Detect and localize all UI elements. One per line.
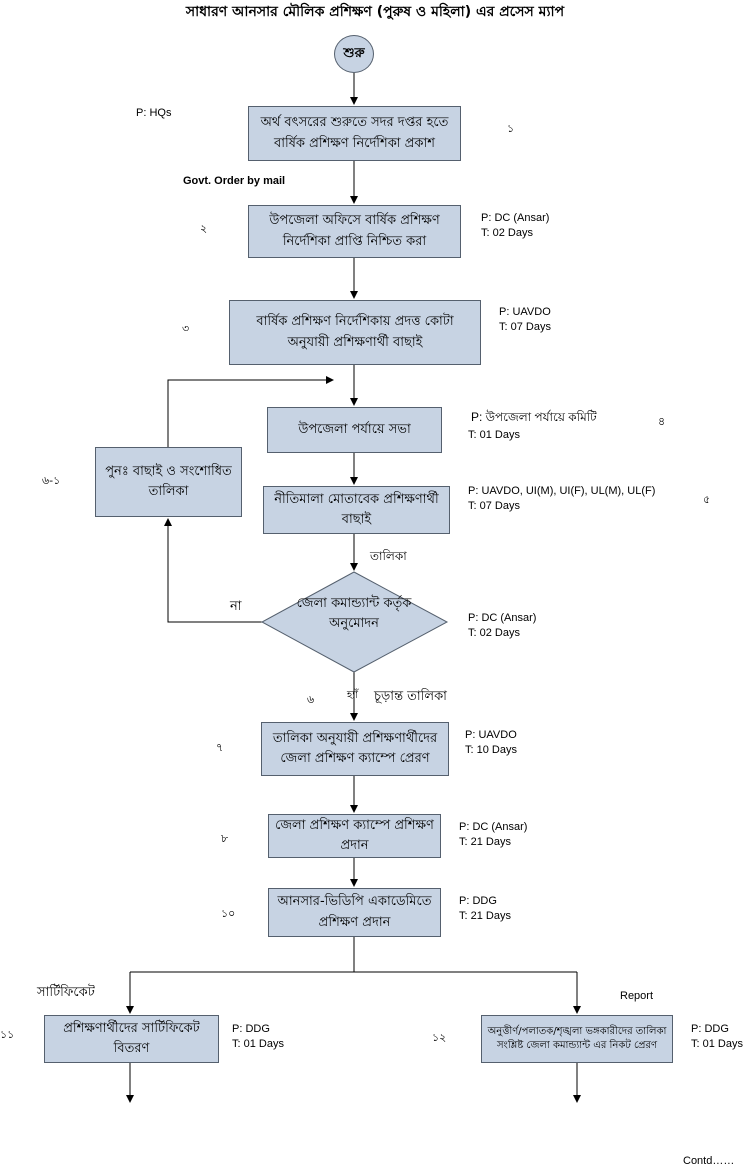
step-10-box: আনসার-ভিডিপি একাডেমিতে প্রশিক্ষণ প্রদান — [268, 888, 441, 937]
step-11-box: প্রশিক্ষণার্থীদের সার্টিফিকেট বিতরণ — [44, 1015, 219, 1063]
step-3-box: বার্ষিক প্রশিক্ষণ নির্দেশিকায় প্রদত্ত ক… — [229, 300, 481, 365]
decision-diamond — [260, 571, 449, 673]
step-3-performer: P: UAVDO — [499, 306, 551, 318]
step-10-time: T: 21 Days — [459, 910, 511, 922]
step-3-time: T: 07 Days — [499, 321, 551, 333]
step-1-number: ১ — [507, 122, 515, 135]
step-12-box: অনুত্তীর্ণ/পলাতক/শৃঙ্খলা ভঙ্গকারীদের তাল… — [481, 1015, 673, 1063]
step-7-box: তালিকা অনুযায়ী প্রশিক্ষণার্থীদের জেলা প… — [261, 722, 449, 776]
step-4-box: উপজেলা পর্যায়ে সভা — [267, 407, 442, 453]
step-5-time: T: 07 Days — [468, 500, 520, 512]
step-6-1-box: পুনঃ বাছাই ও সংশোধিত তালিকা — [95, 447, 242, 517]
step-7-performer: P: UAVDO — [465, 729, 517, 741]
step-2-time: T: 02 Days — [481, 227, 533, 239]
edge-label-govt-order: Govt. Order by mail — [183, 175, 286, 187]
step-3-number: ৩ — [182, 322, 190, 335]
step-4-number: ৪ — [658, 415, 666, 428]
step-6-time: T: 02 Days — [468, 627, 520, 639]
edge-label-list: তালিকা — [370, 549, 407, 563]
edge-label-report: Report — [620, 990, 654, 1002]
step-4-performer: P: উপজেলা পর্যায়ে কমিটি — [471, 410, 597, 424]
edge-label-certificate: সার্টিফিকেট — [37, 985, 95, 1000]
step-8-time: T: 21 Days — [459, 836, 511, 848]
step-11-performer: P: DDG — [232, 1023, 270, 1035]
step-5-box: নীতিমালা মোতাবেক প্রশিক্ষণার্থী বাছাই — [263, 486, 450, 534]
step-7-time: T: 10 Days — [465, 744, 517, 756]
edge-label-yes: হ্যাঁ — [347, 690, 359, 701]
decision-text: জেলা কমান্ড্যান্ট কর্তৃক অনুমোদন — [296, 596, 412, 631]
step-2-number: ২ — [200, 222, 208, 235]
arrow-rework-to-loop — [167, 376, 334, 447]
step-6-performer: P: DC (Ansar) — [468, 612, 537, 624]
step-1-box: অর্থ বৎসরের শুরুতে সদর দপ্তর হতে বার্ষিক… — [248, 106, 461, 161]
step-5-number: ৫ — [703, 493, 711, 506]
step-1-performer: P: HQs — [136, 107, 172, 119]
step-10-performer: P: DDG — [459, 895, 497, 907]
step-8-number: ৮ — [221, 832, 229, 845]
step-12-number: ১২ — [432, 1031, 447, 1044]
step-6-number: ৬ — [307, 693, 315, 706]
step-11-number: ১১ — [0, 1028, 15, 1041]
step-12-time: T: 01 Days — [691, 1038, 743, 1050]
step-5-performer: P: UAVDO, UI(M), UI(F), UL(M), UL(F) — [468, 485, 656, 497]
step-12-performer: P: DDG — [691, 1023, 729, 1035]
continued-label: Contd…… — [683, 1155, 735, 1167]
edge-label-final-list: চূড়ান্ত তালিকা — [374, 689, 447, 704]
step-7-number: ৭ — [216, 741, 224, 754]
arrow-no-to-rework — [164, 518, 262, 623]
edge-label-no: না — [230, 599, 242, 614]
step-10-number: ১০ — [221, 907, 236, 920]
step-8-performer: P: DC (Ansar) — [459, 821, 528, 833]
step-6-1-number: ৬-১ — [42, 474, 61, 487]
step-11-time: T: 01 Days — [232, 1038, 284, 1050]
step-2-performer: P: DC (Ansar) — [481, 212, 550, 224]
step-4-time: T: 01 Days — [468, 429, 520, 441]
start-node: শুরু — [334, 35, 374, 73]
step-2-box: উপজেলা অফিসে বার্ষিক প্রশিক্ষণ নির্দেশিক… — [248, 205, 461, 258]
page-title: সাধারণ আনসার মৌলিক প্রশিক্ষণ (পুরুষ ও মহ… — [185, 4, 565, 20]
step-8-box: জেলা প্রশিক্ষণ ক্যাম্পে প্রশিক্ষণ প্রদান — [268, 814, 441, 858]
